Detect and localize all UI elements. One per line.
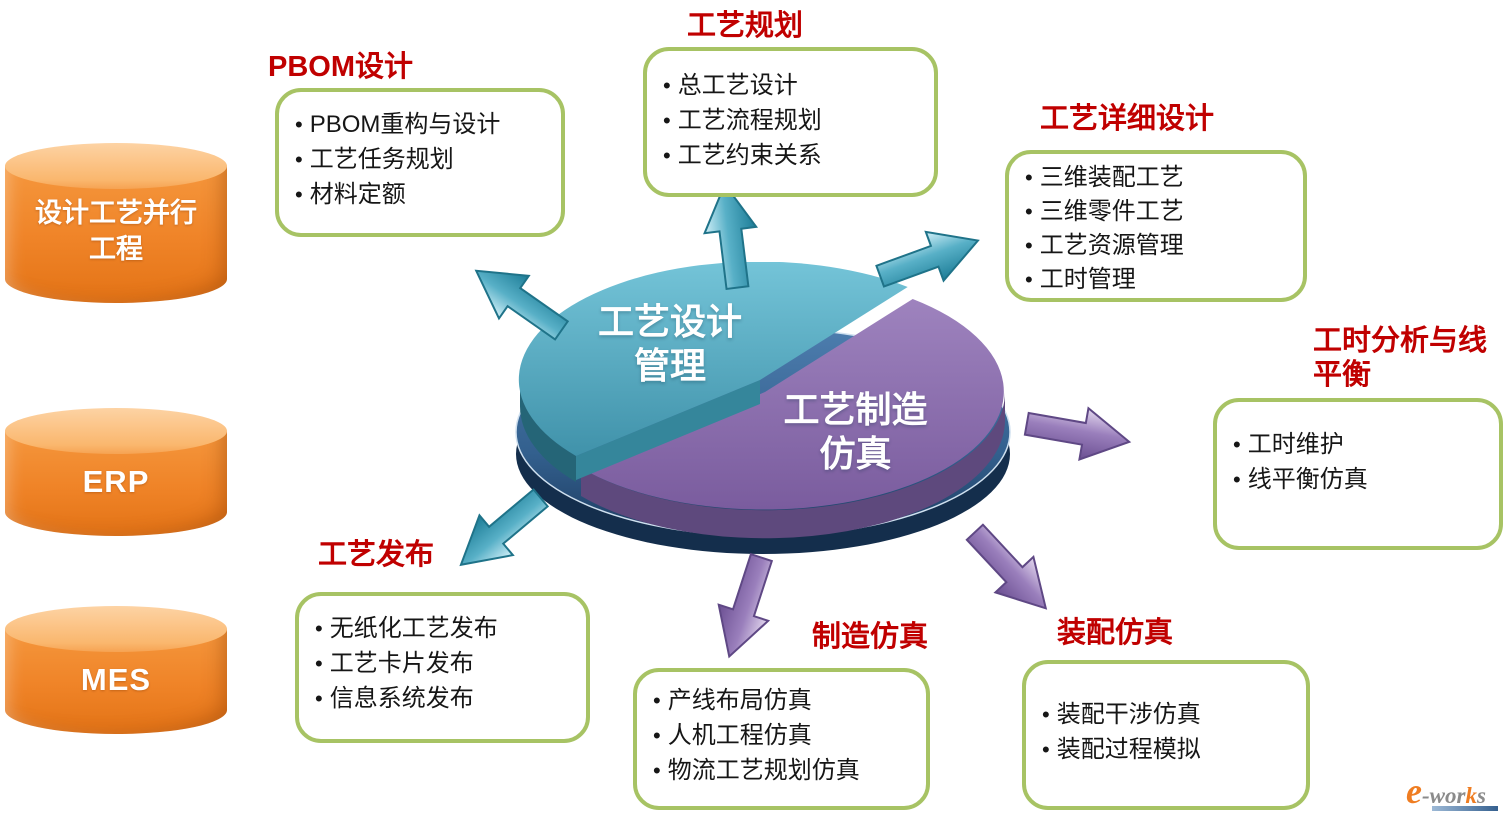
design-slice-side [519,380,576,482]
logo-k-glyph: k [1465,783,1477,808]
cylinder-erp-label: ERP [82,464,150,499]
logo-text: s [1476,783,1486,808]
logo-text: -wor [1421,783,1466,808]
callout-detail-box: 三维装配工艺 三维零件工艺 工艺资源管理 工时管理 [1005,150,1307,302]
arrow-to-mfg-sim-icon [717,552,774,659]
callout-planning-box: 总工艺设计 工艺流程规划 工艺约束关系 [643,47,938,197]
callout-planning-title: 工艺规划 [687,10,804,42]
list-item: 工艺任务规划 [295,143,545,178]
cylinder-concurrent-engineering: 设计工艺并行 工程 [5,143,227,303]
callout-publish-box: 无纸化工艺发布 工艺卡片发布 信息系统发布 [295,592,590,743]
list-item: 无纸化工艺发布 [315,612,570,647]
cylinder-mes: MES [5,606,227,734]
list-item: 工艺约束关系 [663,139,918,174]
list-item: 线平衡仿真 [1233,463,1483,498]
arrow-to-pbom-icon [474,269,570,341]
callout-mfg-box: 产线布局仿真 人机工程仿真 物流工艺规划仿真 [633,668,930,810]
list-item: 物流工艺规划仿真 [653,754,910,789]
callout-pbom-box: PBOM重构与设计 工艺任务规划 材料定额 [275,88,565,237]
callout-assembly-box: 装配干涉仿真 装配过程模拟 [1022,660,1310,810]
list-item: PBOM重构与设计 [295,108,545,143]
logo-e-glyph: e [1406,771,1422,811]
list-item: 装配过程模拟 [1042,733,1290,768]
arrow-to-planning-icon [703,182,759,291]
arrow-to-assembly-sim-icon [965,523,1048,610]
callout-time-box: 工时维护 线平衡仿真 [1213,398,1503,550]
callout-mfg-title: 制造仿真 [812,621,929,653]
cylinder-top [5,408,227,454]
pie-chart [515,262,1011,554]
list-item: 三维装配工艺 [1025,161,1287,195]
arrow-to-time-analysis-icon [1023,406,1132,461]
callout-pbom-title: PBOM设计 [268,51,414,83]
cylinder-erp: ERP [5,408,227,536]
design-slice-group [518,262,908,482]
list-item: 总工艺设计 [663,69,918,104]
eworks-logo: e-works [1406,770,1506,816]
list-item: 工时维护 [1233,428,1483,463]
list-item: 信息系统发布 [315,682,570,717]
list-item: 工时管理 [1025,263,1287,297]
list-item: 工艺资源管理 [1025,229,1287,263]
list-item: 材料定额 [295,178,545,213]
list-item: 三维零件工艺 [1025,195,1287,229]
cylinder-top [5,143,227,189]
simulation-slice-side [581,392,1006,539]
list-item: 工艺流程规划 [663,104,918,139]
callout-time-title: 工时分析与线平衡 [1313,325,1488,392]
cylinder-concurrent-label: 设计工艺并行 工程 [35,198,197,265]
design-slice [518,262,908,456]
list-item: 装配干涉仿真 [1042,698,1290,733]
list-item: 产线布局仿真 [653,684,910,719]
logo-underline-bar [1432,806,1498,811]
callout-detail-title: 工艺详细设计 [1040,103,1215,135]
design-slice-label: 工艺设计 管理 [597,301,742,386]
cylinder-top [5,606,227,652]
arrow-to-publish-icon [459,488,550,567]
list-item: 工艺卡片发布 [315,647,570,682]
list-item: 人机工程仿真 [653,719,910,754]
simulation-slice-label: 工艺制造 仿真 [783,389,928,474]
callout-publish-title: 工艺发布 [318,539,435,571]
simulation-slice [581,299,1004,510]
arrow-to-detail-design-icon [875,230,980,288]
design-slice-cut-face [576,380,760,480]
cylinder-mes-label: MES [80,662,152,697]
callout-assembly-title: 装配仿真 [1057,617,1174,649]
